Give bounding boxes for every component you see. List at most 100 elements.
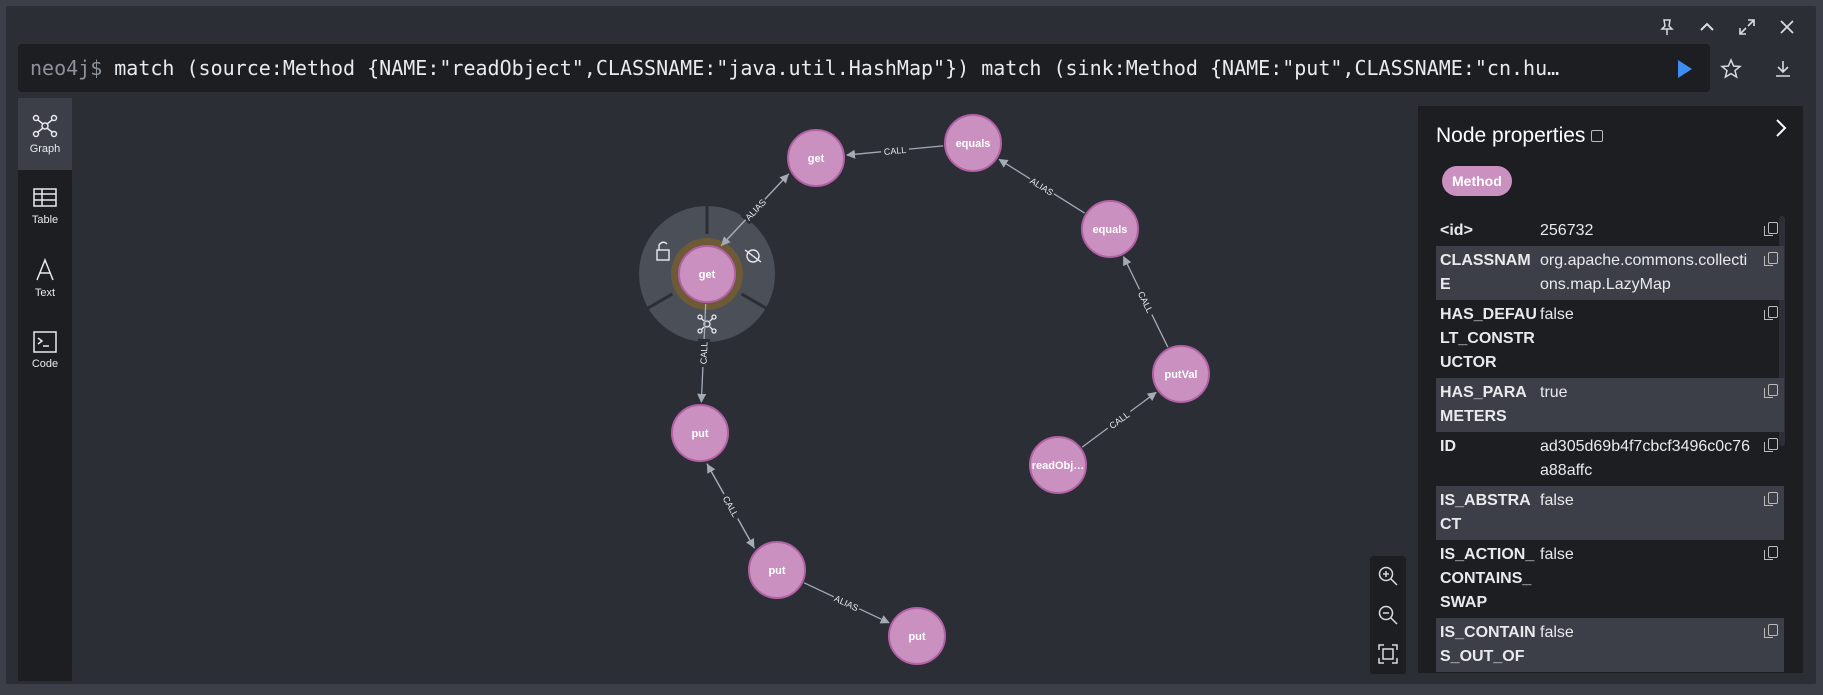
copy-icon[interactable] bbox=[1764, 438, 1778, 452]
graph-node[interactable]: put bbox=[671, 404, 729, 462]
star-icon bbox=[1720, 58, 1742, 79]
pin-icon[interactable] bbox=[1656, 16, 1678, 38]
graph-edge[interactable]: ALIAS bbox=[998, 158, 1085, 214]
graph-node[interactable]: equals bbox=[944, 114, 1002, 172]
edge-label: CALL bbox=[699, 342, 710, 365]
node-properties-panel: Node properties Method <id> 256732 CLASSN… bbox=[1418, 106, 1803, 673]
node-label: put bbox=[908, 631, 925, 643]
close-icon[interactable] bbox=[1776, 16, 1798, 38]
unlock-icon[interactable] bbox=[656, 241, 670, 261]
sidebar-item-code[interactable]: Code bbox=[18, 314, 72, 386]
property-key: IS_ABSTRACT bbox=[1440, 492, 1531, 533]
sidebar-item-table[interactable]: Table bbox=[18, 170, 72, 242]
sidebar-item-graph[interactable]: Graph bbox=[18, 98, 72, 170]
sidebar-item-label: Graph bbox=[29, 143, 61, 155]
node-label: equals bbox=[1093, 224, 1128, 236]
graph-node[interactable]: get bbox=[678, 245, 736, 303]
copy-icon[interactable] bbox=[1764, 492, 1778, 506]
graph-edge[interactable]: CALL bbox=[1081, 391, 1157, 448]
property-key: IS_CONTAINS_OUT_OF bbox=[1440, 624, 1536, 665]
property-key: CLASSNAME bbox=[1440, 252, 1531, 293]
query-prompt: neo4j$ bbox=[30, 56, 103, 80]
graph-edge[interactable]: CALL bbox=[706, 463, 756, 549]
node-label: put bbox=[691, 428, 708, 440]
expand-node-icon[interactable] bbox=[697, 314, 717, 334]
graph-edge[interactable]: CALL bbox=[696, 303, 711, 403]
node-label: readObj… bbox=[1032, 460, 1085, 472]
graph-edge[interactable]: ALIAS bbox=[803, 582, 890, 624]
fit-screen-icon bbox=[1378, 644, 1398, 665]
query-editor[interactable]: neo4j$ match (source:Method {NAME:"readO… bbox=[18, 44, 1710, 92]
graph-node[interactable]: put bbox=[748, 541, 806, 599]
property-key: <id> bbox=[1440, 222, 1473, 239]
graph-node[interactable]: get bbox=[787, 129, 845, 187]
property-value: ad305d69b4f7cbcf3496c0c76a88affc bbox=[1540, 438, 1750, 479]
property-row: HAS_PARAMETERS true bbox=[1436, 378, 1784, 432]
window-controls bbox=[1656, 16, 1798, 38]
node-label: equals bbox=[956, 138, 991, 150]
property-value: false bbox=[1540, 306, 1574, 323]
property-key: IS_ACTION_CONTAINS_SWAP bbox=[1440, 546, 1535, 611]
copy-icon[interactable] bbox=[1764, 222, 1778, 236]
node-label-badge[interactable]: Method bbox=[1442, 166, 1512, 196]
code-icon bbox=[33, 331, 57, 353]
copy-icon[interactable] bbox=[1764, 384, 1778, 398]
zoom-out-button[interactable] bbox=[1375, 602, 1401, 628]
sidebar-item-label: Code bbox=[31, 358, 59, 370]
chevron-right-icon bbox=[1776, 119, 1787, 137]
graph-edge[interactable]: CALL bbox=[1123, 256, 1169, 348]
zoom-in-button[interactable] bbox=[1375, 563, 1401, 589]
expand-icon[interactable] bbox=[1736, 16, 1758, 38]
graph-canvas[interactable]: CALLALIASCALLCALLCALLALIASCALLALIASCALLA… bbox=[72, 98, 1412, 681]
download-icon bbox=[1776, 61, 1790, 77]
copy-icon[interactable] bbox=[1764, 252, 1778, 266]
graph-node[interactable]: equals bbox=[1081, 200, 1139, 258]
run-query-button[interactable] bbox=[1671, 56, 1697, 82]
property-key: HAS_DEFAULT_CONSTRUCTOR bbox=[1440, 306, 1537, 371]
graph-node[interactable]: readObj… bbox=[1029, 436, 1087, 494]
chevron-up-icon[interactable] bbox=[1696, 16, 1718, 38]
fit-view-button[interactable] bbox=[1375, 641, 1401, 667]
edge-label: ALIAS bbox=[1028, 176, 1055, 198]
favorite-button[interactable] bbox=[1718, 56, 1744, 82]
edge-label: CALL bbox=[1136, 290, 1155, 315]
copy-icon[interactable] bbox=[1591, 130, 1604, 143]
property-value: false bbox=[1540, 624, 1574, 641]
sidebar-item-label: Table bbox=[31, 214, 59, 226]
copy-icon[interactable] bbox=[1764, 624, 1778, 638]
zoom-out-icon bbox=[1378, 605, 1398, 625]
properties-title: Node properties bbox=[1436, 124, 1604, 148]
view-sidebar: Graph Table Text Code bbox=[18, 98, 72, 681]
property-key: ID bbox=[1440, 438, 1456, 455]
sidebar-item-label: Text bbox=[34, 287, 56, 299]
node-label: put bbox=[768, 565, 785, 577]
hide-node-icon[interactable] bbox=[744, 249, 762, 263]
properties-scrollbar[interactable] bbox=[1779, 216, 1785, 446]
copy-icon[interactable] bbox=[1764, 546, 1778, 560]
download-button[interactable] bbox=[1770, 56, 1796, 82]
property-row: ID ad305d69b4f7cbcf3496c0c76a88affc bbox=[1436, 432, 1784, 486]
node-label: putVal bbox=[1164, 369, 1197, 381]
property-value: true bbox=[1540, 384, 1568, 401]
copy-icon[interactable] bbox=[1764, 306, 1778, 320]
graph-edge[interactable]: CALL bbox=[845, 143, 944, 159]
graph-node[interactable]: put bbox=[888, 607, 946, 665]
graph-node[interactable]: putVal bbox=[1152, 345, 1210, 403]
property-value: 256732 bbox=[1540, 222, 1594, 239]
sidebar-item-text[interactable]: Text bbox=[18, 242, 72, 314]
query-text[interactable]: match (source:Method {NAME:"readObject",… bbox=[114, 56, 1560, 80]
property-key: HAS_PARAMETERS bbox=[1440, 384, 1527, 425]
collapse-panel-button[interactable] bbox=[1771, 116, 1791, 140]
edge-label: CALL bbox=[883, 145, 906, 157]
play-icon bbox=[1678, 60, 1692, 78]
node-label: get bbox=[699, 269, 716, 281]
table-icon bbox=[33, 188, 57, 207]
result-panel: neo4j$ match (source:Method {NAME:"readO… bbox=[6, 6, 1816, 684]
zoom-controls bbox=[1370, 556, 1406, 674]
property-row: <id> 256732 bbox=[1436, 216, 1784, 246]
